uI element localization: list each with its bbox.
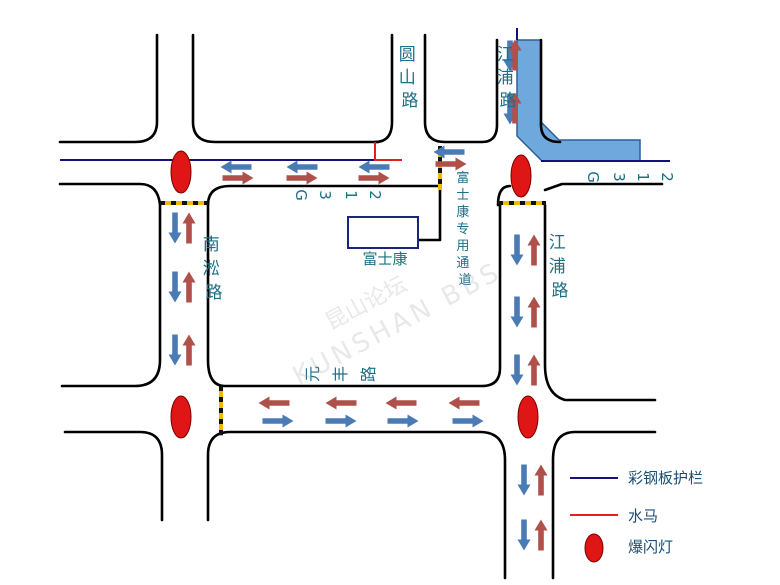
water-barrier [374, 142, 402, 161]
arrow-icon [385, 396, 417, 410]
arrow-icon [527, 354, 541, 386]
arrow-icon [182, 271, 196, 303]
arrow-icon [452, 414, 484, 428]
arrow-icon [168, 212, 182, 244]
yuanfeng-road-label: 元 丰 路 [303, 366, 378, 382]
svg-text:G: G [584, 171, 602, 183]
arrow-icon [325, 396, 357, 410]
arrow-icon [182, 334, 196, 366]
legend-water-barrier-label: 水马 [628, 507, 658, 525]
g312-left-label: G 3 1 2 [292, 189, 384, 201]
road-edge [206, 184, 442, 207]
flash-light-icon [170, 150, 192, 194]
arrow-icon [527, 296, 541, 328]
arrow-icon [222, 171, 254, 185]
arrow-icon [534, 464, 548, 496]
arrow-icon [286, 171, 318, 185]
road-edge [58, 182, 162, 388]
fushikang-channel-label: 富 士 康 专 用 通 道 [456, 170, 473, 288]
road-edge [543, 203, 657, 402]
jiangpu-road-label: 江 浦 路 [549, 233, 571, 301]
road-edge [63, 430, 164, 522]
arrow-icon [527, 234, 541, 266]
legend-guardrail-label: 彩钢板护栏 [628, 469, 703, 487]
nansong-road-label: 南 淞 路 [203, 235, 225, 303]
road-labels: 圆 山 路 江 浦 路 G 3 1 2 G 3 1 2 富 士 康 专 用 通 [203, 45, 676, 382]
arrow-icon [182, 212, 196, 244]
fushikang-label: 富士康 [362, 250, 407, 268]
svg-text:G: G [292, 189, 310, 201]
arrow-icon [534, 519, 548, 551]
arrow-icon [358, 160, 390, 174]
road-edge [58, 33, 159, 144]
arrow-icon [510, 234, 524, 266]
arrow-icon [325, 414, 357, 428]
road-edge [543, 182, 664, 192]
svg-text:路: 路 [359, 366, 378, 382]
svg-text:1: 1 [342, 190, 360, 200]
road-edge [191, 33, 380, 144]
road-outlines [58, 33, 664, 580]
fushikang-channel-edge [416, 184, 442, 242]
arrow-icon [220, 160, 252, 174]
flash-light-icon [510, 154, 532, 198]
svg-text:3: 3 [610, 172, 628, 182]
road-edge [373, 33, 394, 144]
svg-text:2: 2 [366, 190, 384, 200]
arrow-icon [258, 396, 290, 410]
guardrails [60, 28, 670, 162]
arrow-icon [168, 334, 182, 366]
arrow-icon [387, 414, 419, 428]
arrow-icon [286, 160, 318, 174]
flash-light-icon [170, 395, 192, 439]
road-edge [551, 430, 657, 580]
legend: 彩钢板护栏 水马 爆闪灯 [570, 469, 703, 563]
g312-right-label: G 3 1 2 [584, 171, 676, 183]
road-edge [206, 430, 507, 580]
arrow-icon [358, 171, 390, 185]
arrow-icon [510, 354, 524, 386]
svg-text:2: 2 [658, 172, 676, 182]
arrow-icon [510, 296, 524, 328]
flash-light-icon [584, 533, 604, 563]
yuanshan-road-label: 圆 山 路 [399, 45, 421, 111]
svg-text:丰: 丰 [331, 366, 350, 382]
arrow-icon [168, 271, 182, 303]
jiangpu-road-top-label: 江 浦 路 [497, 45, 519, 111]
road-edge [206, 203, 502, 388]
arrow-icon [517, 519, 531, 551]
arrow-icon [262, 414, 294, 428]
road-edge [423, 33, 499, 144]
flash-light-icon [517, 395, 539, 439]
svg-text:1: 1 [634, 172, 652, 182]
svg-text:3: 3 [316, 190, 334, 200]
legend-flash-light-label: 爆闪灯 [628, 538, 673, 556]
fushikang-building [347, 216, 419, 249]
arrow-icon [448, 396, 480, 410]
svg-text:元: 元 [303, 366, 322, 382]
arrow-icon [517, 464, 531, 496]
flash-lights [170, 150, 539, 439]
construction-area [516, 39, 641, 162]
road-edge [539, 38, 562, 144]
